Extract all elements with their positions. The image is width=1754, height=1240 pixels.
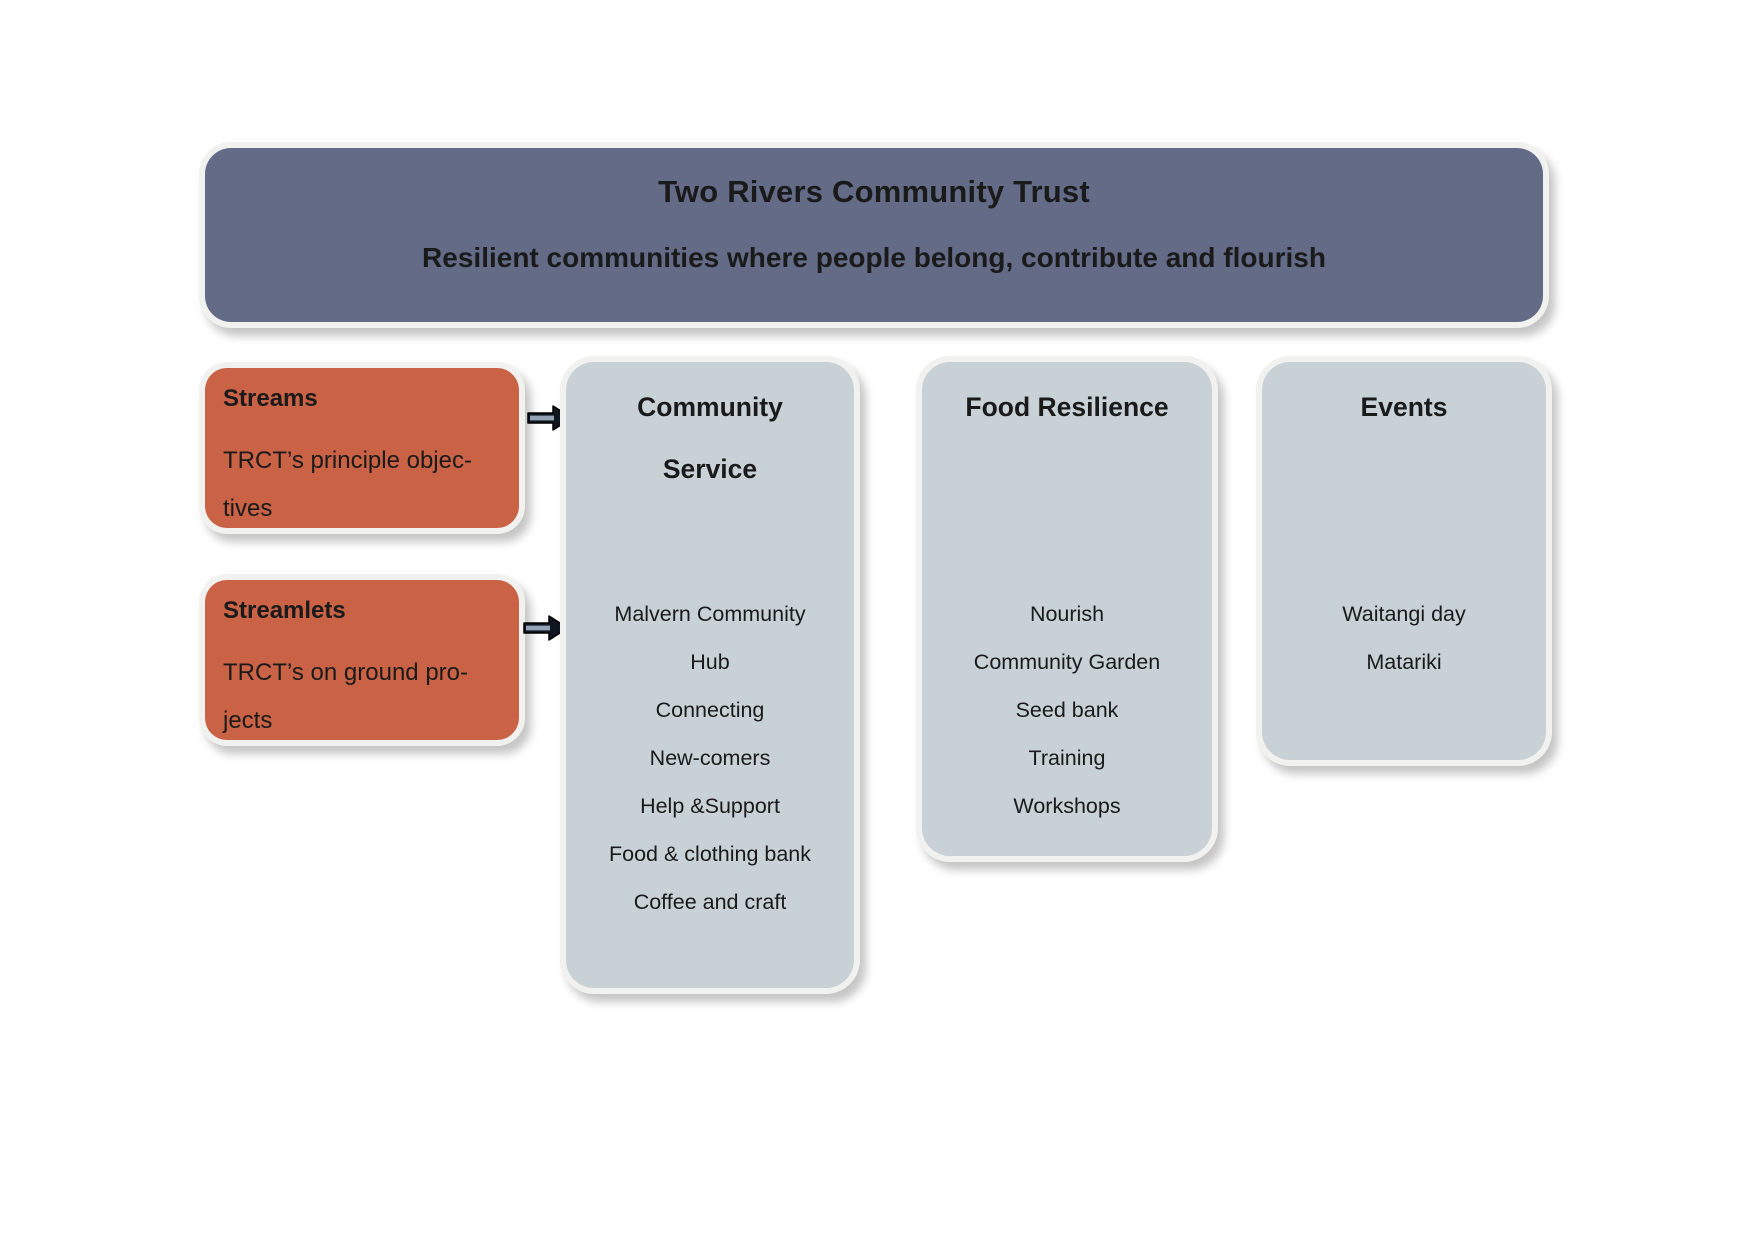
list-item: Training <box>1028 746 1106 770</box>
food-resilience-box: Food Resilience Nourish Community Garden… <box>922 362 1212 856</box>
streams-heading: Streams <box>223 385 318 412</box>
food-resilience-title: Food Resilience <box>965 392 1169 422</box>
list-item: Waitangi day <box>1342 602 1466 626</box>
streamlets-description: TRCT’s on ground pro- jects <box>223 659 468 734</box>
streamlets-box: Streamlets TRCT’s on ground pro- jects <box>205 580 519 740</box>
food-resilience-list: Nourish Community Garden Seed bank Train… <box>922 590 1212 830</box>
list-item: Connecting <box>655 698 765 722</box>
list-item: Workshops <box>1013 794 1121 818</box>
org-tagline: Resilient communities where people belon… <box>422 242 1326 273</box>
list-item: Matariki <box>1366 650 1442 674</box>
streamlets-heading: Streamlets <box>223 597 346 624</box>
list-item: New-comers <box>649 746 771 770</box>
list-item: Seed bank <box>1015 698 1119 722</box>
community-service-title: Community Service <box>637 392 783 484</box>
list-item: Help &Support <box>640 794 780 818</box>
community-service-list: Malvern Community Hub Connecting New-com… <box>566 590 854 926</box>
events-box: Events Waitangi day Matariki <box>1262 362 1546 760</box>
list-item: Malvern Community Hub <box>614 602 806 674</box>
list-item: Coffee and craft <box>633 890 787 914</box>
list-item: Community Garden <box>973 650 1161 674</box>
arrow-right-icon <box>527 403 573 433</box>
streams-box: Streams TRCT’s principle objec- tives <box>205 368 519 528</box>
streams-description: TRCT’s principle objec- tives <box>223 447 472 522</box>
list-item: Nourish <box>1029 602 1105 626</box>
events-list: Waitangi day Matariki <box>1262 590 1546 686</box>
arrow-right-icon <box>523 613 569 643</box>
org-title: Two Rivers Community Trust <box>658 174 1090 209</box>
community-service-box: Community Service Malvern Community Hub … <box>566 362 854 988</box>
list-item: Food & clothing bank <box>609 842 811 866</box>
events-title: Events <box>1360 392 1448 422</box>
header-banner: Two Rivers Community Trust Resilient com… <box>205 148 1543 322</box>
